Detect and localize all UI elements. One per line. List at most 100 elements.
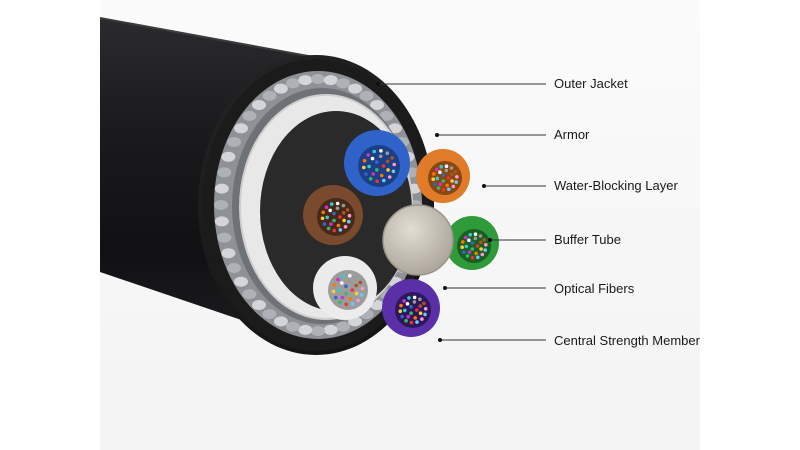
- optical-fiber: [348, 297, 353, 301]
- armor-corrugation: [234, 123, 248, 134]
- optical-fiber: [463, 235, 468, 240]
- optical-fiber: [331, 289, 336, 294]
- optical-fiber: [467, 238, 471, 242]
- optical-fiber: [338, 228, 343, 232]
- armor-corrugation: [242, 110, 257, 121]
- optical-fiber: [335, 201, 340, 206]
- optical-fiber: [356, 298, 360, 303]
- optical-fiber: [480, 252, 485, 257]
- optical-fiber: [332, 228, 337, 233]
- optical-fiber: [453, 170, 458, 174]
- central-strength-member: [382, 204, 454, 276]
- armor-corrugation: [214, 200, 228, 210]
- optical-fiber: [367, 164, 371, 169]
- optical-fiber: [434, 167, 439, 172]
- armor-corrugation: [323, 324, 338, 335]
- optical-fiber: [375, 168, 379, 172]
- optical-fiber-bundles: [320, 149, 488, 325]
- optical-fiber: [462, 250, 466, 254]
- optical-fiber: [473, 236, 478, 241]
- optical-fiber: [379, 149, 383, 153]
- optical-fiber: [344, 291, 348, 296]
- optical-fiber: [420, 317, 424, 321]
- optical-fiber: [450, 172, 454, 177]
- armor-corrugation: [214, 183, 229, 194]
- optical-fiber: [391, 169, 396, 174]
- optical-fiber: [413, 316, 418, 320]
- optical-fiber: [332, 283, 337, 287]
- optical-fiber: [333, 295, 338, 300]
- label-optical-fibers: Optical Fibers: [554, 281, 635, 296]
- optical-fiber: [438, 182, 443, 186]
- optical-fiber: [371, 172, 376, 176]
- optical-fiber: [422, 301, 426, 306]
- optical-fiber: [348, 273, 352, 278]
- optical-fiber: [478, 234, 483, 238]
- armor-corrugation: [217, 167, 232, 178]
- optical-fiber: [375, 179, 379, 183]
- optical-fiber: [338, 300, 342, 304]
- optical-fiber: [482, 238, 487, 242]
- armor-corrugation: [370, 100, 384, 110]
- armor-corrugation: [273, 83, 288, 94]
- optical-fiber: [432, 172, 436, 176]
- optical-fiber: [464, 244, 469, 249]
- optical-fiber: [342, 218, 346, 223]
- optical-fiber: [409, 305, 413, 309]
- optical-fiber: [400, 314, 404, 319]
- optical-fiber: [341, 211, 346, 215]
- optical-fiber: [470, 241, 475, 245]
- optical-fiber: [468, 232, 473, 237]
- armor-corrugation: [285, 78, 300, 89]
- armor-corrugation: [242, 289, 257, 300]
- armor-corrugation: [285, 321, 300, 332]
- optical-fiber: [340, 281, 344, 285]
- optical-fiber: [350, 301, 355, 306]
- armor-corrugation: [298, 324, 313, 335]
- optical-fiber: [354, 291, 359, 296]
- armor-corrugation: [221, 151, 236, 162]
- optical-fiber: [347, 213, 352, 218]
- armor-corrugation: [252, 300, 266, 310]
- optical-fiber: [438, 170, 442, 174]
- optical-fiber: [324, 205, 329, 209]
- optical-fiber: [370, 156, 375, 161]
- optical-fiber: [386, 168, 390, 172]
- optical-fiber: [483, 248, 488, 252]
- armor-corrugation: [323, 75, 338, 86]
- optical-fiber: [436, 186, 441, 190]
- optical-fiber: [354, 283, 358, 288]
- optical-fiber: [350, 288, 355, 292]
- optical-fiber: [460, 245, 465, 249]
- armor-corrugation: [273, 316, 288, 327]
- optical-fiber: [474, 251, 478, 256]
- optical-fiber: [444, 168, 449, 173]
- optical-fiber: [441, 188, 446, 192]
- optical-fiber: [473, 232, 478, 236]
- optical-fiber: [431, 177, 436, 181]
- optical-fiber: [484, 243, 488, 247]
- armor-corrugation: [262, 309, 277, 320]
- optical-fiber: [409, 311, 413, 316]
- optical-fiber: [338, 215, 342, 219]
- armor-corrugation: [262, 90, 277, 101]
- optical-fiber: [475, 244, 480, 248]
- label-armor: Armor: [554, 127, 590, 142]
- optical-fiber: [343, 225, 348, 229]
- optical-fiber: [360, 286, 365, 291]
- armor-corrugation: [252, 100, 266, 110]
- optical-fiber: [325, 215, 329, 220]
- armor-corrugation: [234, 276, 248, 287]
- optical-fiber: [423, 307, 428, 311]
- optical-fiber: [447, 187, 451, 192]
- optical-fiber: [378, 154, 383, 159]
- armor-corrugation: [227, 137, 241, 147]
- optical-fiber: [470, 247, 475, 251]
- optical-fiber: [402, 299, 406, 303]
- optical-fiber: [445, 183, 449, 188]
- optical-fiber: [399, 303, 403, 308]
- optical-fiber: [362, 158, 367, 163]
- armor-corrugation: [388, 123, 402, 134]
- armor-corrugation: [359, 90, 374, 101]
- optical-fiber: [341, 274, 346, 279]
